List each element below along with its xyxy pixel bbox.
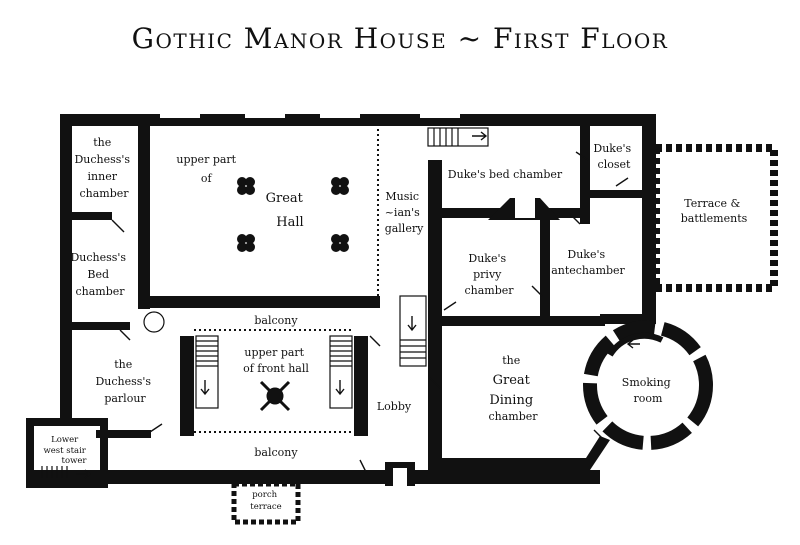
arrow-down-icon xyxy=(407,316,417,332)
parlour-south-wall xyxy=(96,430,151,438)
lobby-stair xyxy=(399,295,427,367)
label-porch-terrace: porch terrace xyxy=(250,490,281,512)
front-hall-east-stair xyxy=(329,335,353,409)
label-duchess-bed-chamber: Duchess's Bed chamber xyxy=(70,251,129,298)
north-window-1 xyxy=(160,112,200,118)
duchess-inner-partition xyxy=(70,212,112,220)
label-duchess-parlour: the Duchess's parlour xyxy=(95,358,154,405)
lobby-stair-treads xyxy=(400,339,426,359)
door-icon xyxy=(119,329,131,341)
dukes-closet-south-wall xyxy=(588,190,643,198)
east-stair-treads xyxy=(330,340,352,367)
arrow-down-icon xyxy=(200,380,210,396)
terrace-battlements xyxy=(652,144,778,292)
column-icon xyxy=(331,234,349,252)
porch-terrace-outline xyxy=(231,481,301,525)
south-wall xyxy=(30,470,600,484)
label-dukes-antechamber: Duke's antechamber xyxy=(551,248,625,277)
label-musicians-gallery: Music ~ian's gallery xyxy=(385,190,424,235)
front-hall-chandelier-icon xyxy=(259,380,291,412)
arrow-right-icon xyxy=(472,131,488,141)
door-icon xyxy=(575,151,589,161)
label-smoking-room: Smoking room xyxy=(622,376,674,405)
label-great-hall: upper part of Great Hall xyxy=(176,153,306,230)
privy-ante-divider xyxy=(540,218,550,318)
column-icon xyxy=(237,177,255,195)
great-hall-south-wall xyxy=(138,296,380,308)
north-window-2 xyxy=(245,112,285,118)
great-hall-columns xyxy=(237,177,349,252)
door-icon xyxy=(615,177,629,187)
arrow-left-icon xyxy=(626,339,640,349)
column-icon xyxy=(237,234,255,252)
dukes-bed-bay-opening xyxy=(515,196,535,218)
south-bay-opening xyxy=(393,468,407,486)
label-great-dining-chamber: the Great Dining chamber xyxy=(488,354,538,423)
label-lobby: Lobby xyxy=(377,400,412,413)
arrow-down-icon xyxy=(335,380,345,396)
stair-arrows xyxy=(76,131,640,479)
label-terrace-battlements: Terrace & battlements xyxy=(681,197,748,225)
plan-title: Gothic Manor House ~ First Floor xyxy=(131,22,669,55)
dukes-bed-stair-treads xyxy=(433,128,459,146)
dining-se-wall xyxy=(440,436,610,470)
duchess-bed-partition xyxy=(70,322,130,330)
privy-south-wall xyxy=(440,316,605,326)
label-balcony-top: balcony xyxy=(254,314,298,327)
front-hall-west-pier xyxy=(180,336,194,436)
north-window-4 xyxy=(420,112,460,118)
front-hall-east-pier xyxy=(354,336,368,436)
door-icon xyxy=(429,377,441,389)
west-tower-stair-treads xyxy=(41,466,68,478)
dukes-bed-south-wall-2 xyxy=(540,208,580,218)
label-upper-front-hall: upper part of front hall xyxy=(243,346,309,375)
west-wall xyxy=(60,114,72,424)
label-balcony-bottom: balcony xyxy=(254,446,298,459)
outer-walls xyxy=(30,112,656,484)
dotted-partitions xyxy=(194,124,379,433)
great-hall-west-wall xyxy=(138,124,150,309)
label-dukes-bed-chamber: Duke's bed chamber xyxy=(448,168,563,181)
door-icon xyxy=(359,459,367,473)
stairs xyxy=(41,127,489,478)
label-dukes-closet: Duke's closet xyxy=(593,142,634,171)
west-stair-treads xyxy=(196,340,218,367)
interior-walls xyxy=(26,124,643,488)
column-icon xyxy=(331,177,349,195)
door-icon xyxy=(569,213,581,225)
door-icon xyxy=(369,335,381,347)
door-icon xyxy=(593,429,605,441)
duchess-spiral-stair xyxy=(143,311,165,333)
dukes-bed-south-wall xyxy=(440,208,500,218)
label-dukes-privy-chamber: Duke's privy chamber xyxy=(464,252,514,297)
west-stair-tower-walls xyxy=(26,418,108,488)
label-duchess-inner-chamber: the Duchess's inner chamber xyxy=(74,136,133,200)
arrow-right-icon xyxy=(76,469,92,479)
door-swings xyxy=(111,151,629,473)
door-icon xyxy=(531,285,543,297)
spiral-stair xyxy=(607,332,664,357)
north-window-3 xyxy=(320,112,360,118)
east-wall-step xyxy=(600,314,656,324)
north-wall xyxy=(60,114,655,126)
door-icon xyxy=(149,423,163,433)
label-lower-west-stair-tower: Lower west stair tower xyxy=(43,435,88,466)
room-labels: the Duchess's inner chamber upper part o… xyxy=(43,136,747,512)
dining-west-wall xyxy=(428,160,442,470)
door-icon xyxy=(443,301,457,311)
smoking-room-tower xyxy=(583,320,713,450)
door-icon xyxy=(111,219,125,233)
front-hall-west-stair xyxy=(195,335,219,409)
dukes-closet-west-wall xyxy=(580,124,590,224)
